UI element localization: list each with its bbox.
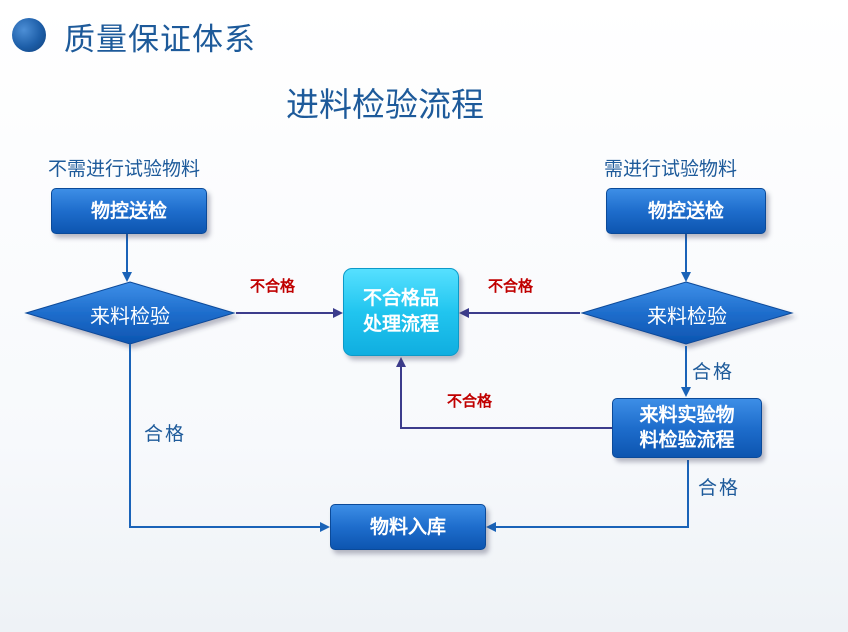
header-title: 质量保证体系 bbox=[64, 22, 256, 58]
label-left-fail: 不合格 bbox=[250, 277, 296, 295]
node-lab-test: 来料实验物 料检验流程 bbox=[612, 398, 762, 458]
left-branch-label: 不需进行试验物料 bbox=[48, 158, 201, 180]
node-left-send: 物控送检 bbox=[51, 188, 207, 234]
node-right-send: 物控送检 bbox=[606, 188, 766, 234]
header-bullet-icon bbox=[12, 18, 46, 52]
edge-lab-fail bbox=[396, 357, 612, 429]
label-right-fail: 不合格 bbox=[488, 277, 534, 295]
node-right-inspect: 来料检验 bbox=[647, 303, 727, 328]
node-nonconforming: 不合格品 处理流程 bbox=[343, 268, 459, 356]
edge-lab-pass bbox=[486, 460, 689, 532]
right-branch-label: 需进行试验物料 bbox=[604, 158, 738, 180]
label-lab-pass: 合格 bbox=[698, 477, 741, 499]
label-right-pass: 合格 bbox=[692, 361, 735, 383]
edge-left-pass bbox=[129, 344, 330, 532]
node-left-inspect: 来料检验 bbox=[90, 303, 170, 328]
label-left-pass: 合格 bbox=[144, 423, 187, 445]
right-inspect-diamond bbox=[580, 281, 794, 345]
label-lab-fail: 不合格 bbox=[447, 392, 493, 410]
node-warehouse: 物料入库 bbox=[330, 504, 486, 550]
diagram-title: 进料检验流程 bbox=[286, 85, 484, 124]
